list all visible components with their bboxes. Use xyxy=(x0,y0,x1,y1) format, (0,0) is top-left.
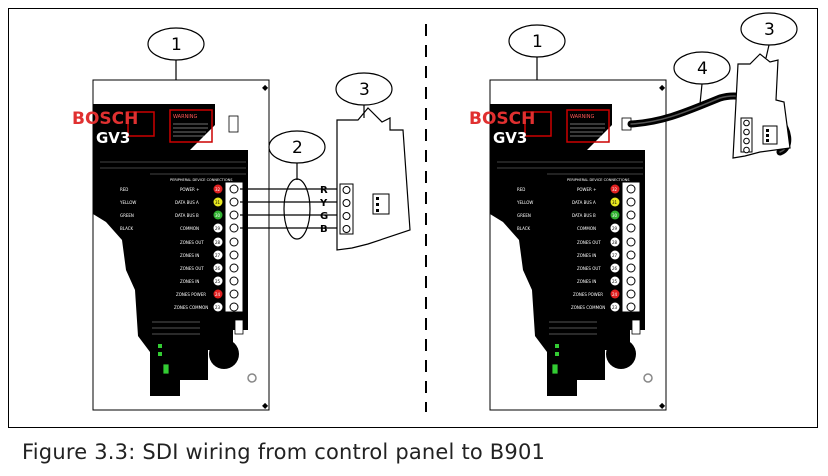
right-b901-module xyxy=(732,53,791,159)
right-buzzer xyxy=(606,339,636,369)
right-model: GV3 xyxy=(493,129,527,147)
wire-letter-r: R xyxy=(320,185,328,196)
svg-text:ZONES IN: ZONES IN xyxy=(180,253,199,258)
svg-text:ZONES COMMON: ZONES COMMON xyxy=(174,305,208,310)
svg-text:28: 28 xyxy=(612,240,618,245)
svg-text:30: 30 xyxy=(612,213,618,218)
svg-text:POWER +: POWER + xyxy=(577,187,596,192)
svg-text:28: 28 xyxy=(215,240,221,245)
svg-text:32: 32 xyxy=(215,187,221,192)
wire-letter-b: B xyxy=(320,224,328,235)
right-callout-3: 3 xyxy=(740,12,798,59)
svg-text:◆: ◆ xyxy=(659,401,666,410)
svg-text:DATA BUS B: DATA BUS B xyxy=(175,213,199,218)
svg-text:26: 26 xyxy=(612,266,618,271)
right-callout-4: 4 xyxy=(673,51,731,105)
svg-text:23: 23 xyxy=(612,305,618,310)
svg-text:24: 24 xyxy=(215,292,221,297)
svg-text:29: 29 xyxy=(612,226,618,231)
svg-text:3: 3 xyxy=(764,20,775,40)
svg-text:2: 2 xyxy=(292,138,303,158)
svg-text:ZONES POWER: ZONES POWER xyxy=(176,292,206,297)
left-model: GV3 xyxy=(96,129,130,147)
svg-text:BLACK: BLACK xyxy=(120,226,134,231)
right-control-panel: WARNING BOSCH GV3 PERIPHERAL DEVICE CONN… xyxy=(469,79,667,411)
svg-text:ZONES IN: ZONES IN xyxy=(577,253,596,258)
svg-text:29: 29 xyxy=(215,226,221,231)
svg-text:COMMON: COMMON xyxy=(180,226,199,231)
svg-text:24: 24 xyxy=(612,292,618,297)
svg-text:27: 27 xyxy=(215,253,221,258)
svg-text:27: 27 xyxy=(612,253,618,258)
left-peripheral-heading: PERIPHERAL DEVICE CONNECTIONS xyxy=(170,178,233,182)
svg-text:ZONES COMMON: ZONES COMMON xyxy=(571,305,605,310)
svg-text:GREEN: GREEN xyxy=(517,213,531,218)
svg-text:◆: ◆ xyxy=(659,83,666,92)
svg-text:◆: ◆ xyxy=(262,83,269,92)
svg-text:23: 23 xyxy=(215,305,221,310)
svg-text:ZONES OUT: ZONES OUT xyxy=(180,240,204,245)
svg-text:32: 32 xyxy=(612,187,618,192)
svg-text:GREEN: GREEN xyxy=(120,213,134,218)
wire-letter-g: G xyxy=(320,211,328,222)
svg-text:◆: ◆ xyxy=(262,401,269,410)
svg-text:RED: RED xyxy=(517,187,525,192)
left-buzzer xyxy=(209,339,239,369)
wire-bundle-oval xyxy=(283,178,311,240)
svg-text:BLACK: BLACK xyxy=(517,226,531,231)
right-peripheral-heading: PERIPHERAL DEVICE CONNECTIONS xyxy=(567,178,630,182)
figure-frame xyxy=(8,8,818,428)
figure-caption: Figure 3.3: SDI wiring from control pane… xyxy=(22,440,546,464)
right-callout-1: 1 xyxy=(508,24,566,80)
svg-text:ZONES OUT: ZONES OUT xyxy=(577,266,601,271)
svg-text:ZONES OUT: ZONES OUT xyxy=(577,240,601,245)
svg-text:POWER +: POWER + xyxy=(180,187,199,192)
left-warning-title: WARNING xyxy=(173,114,198,120)
left-callout-1: 1 xyxy=(147,27,205,80)
svg-text:1: 1 xyxy=(532,32,543,52)
svg-text:COMMON: COMMON xyxy=(577,226,596,231)
right-brand: BOSCH xyxy=(469,109,535,129)
svg-text:ZONES POWER: ZONES POWER xyxy=(573,292,603,297)
svg-text:ZONES OUT: ZONES OUT xyxy=(180,266,204,271)
svg-text:31: 31 xyxy=(612,200,618,205)
svg-text:YELLOW: YELLOW xyxy=(119,200,136,205)
wire-letter-y: Y xyxy=(319,198,328,209)
left-control-panel: WARNING BOSCH GV3 PERIPHERAL DEVICE CONN… xyxy=(72,79,270,411)
svg-text:31: 31 xyxy=(215,200,221,205)
svg-text:DATA BUS A: DATA BUS A xyxy=(572,200,596,205)
svg-text:1: 1 xyxy=(171,35,182,55)
left-b901-module xyxy=(336,107,411,251)
left-terminal-rows: RED POWER + 32 YELLOW DATA BUS A 31 GREEN DAT… xyxy=(119,184,239,312)
svg-text:3: 3 xyxy=(359,80,370,100)
right-warning-title: WARNING xyxy=(570,114,595,120)
svg-text:25: 25 xyxy=(612,279,618,284)
left-callout-3: 3 xyxy=(335,72,393,118)
svg-text:YELLOW: YELLOW xyxy=(516,200,533,205)
svg-text:ZONES IN: ZONES IN xyxy=(577,279,596,284)
svg-text:4: 4 xyxy=(697,59,708,79)
left-callout-2: 2 xyxy=(268,130,326,180)
svg-text:ZONES IN: ZONES IN xyxy=(180,279,199,284)
svg-text:DATA BUS A: DATA BUS A xyxy=(175,200,199,205)
svg-text:25: 25 xyxy=(215,279,221,284)
svg-text:RED: RED xyxy=(120,187,128,192)
svg-text:30: 30 xyxy=(215,213,221,218)
left-brand: BOSCH xyxy=(72,109,138,129)
svg-text:26: 26 xyxy=(215,266,221,271)
right-terminal-rows: RED POWER + 32 YELLOW DATA BUS A 31 GREEN DAT… xyxy=(516,184,636,312)
svg-text:DATA BUS B: DATA BUS B xyxy=(572,213,596,218)
